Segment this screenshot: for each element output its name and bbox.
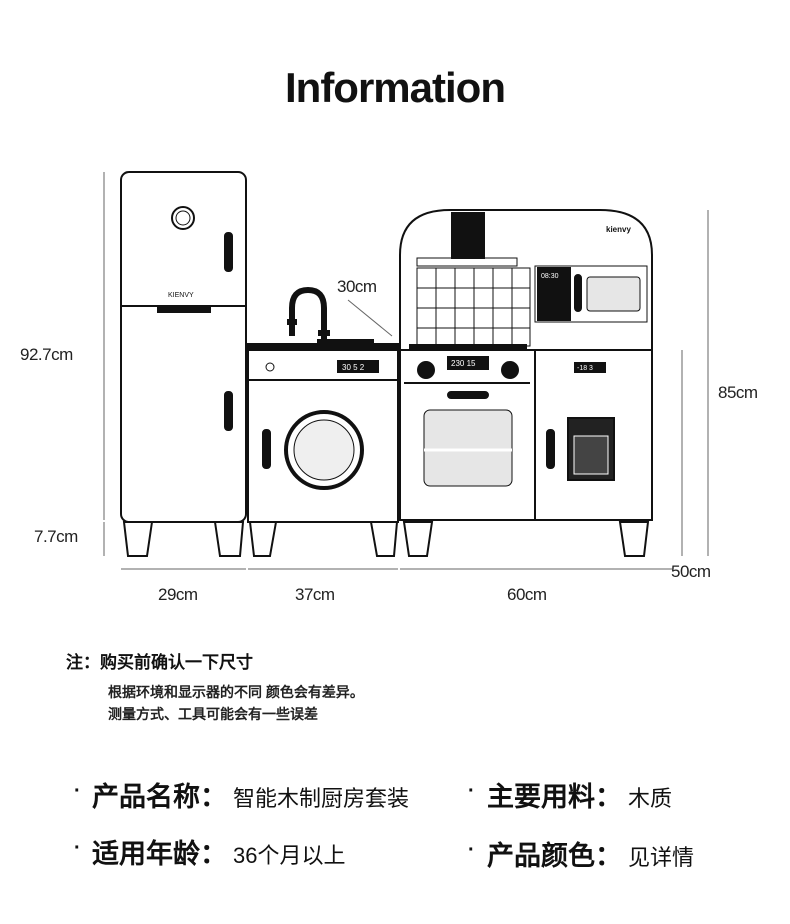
dim-fridge-width: 29cm xyxy=(158,585,198,604)
dim-stove-width: 60cm xyxy=(507,585,547,604)
dim-counter-height: 85cm xyxy=(718,383,758,402)
clock-display: 08:30 xyxy=(541,273,559,280)
dim-tap-height: 30cm xyxy=(337,277,377,296)
spec-label: 主要用料： xyxy=(487,782,622,812)
spec-value: 见详情 xyxy=(628,845,695,870)
dishwasher-display: -18 3 xyxy=(577,365,593,372)
washer-display: 30 5 2 xyxy=(342,363,365,372)
brand-top: kienvy xyxy=(606,225,631,234)
stove-display: 230 15 xyxy=(451,359,476,368)
bullet-dot: · xyxy=(468,839,475,861)
bullet-dot: · xyxy=(468,780,475,802)
note-line-2: 测量方式、工具可能会有一些误差 xyxy=(108,706,318,722)
spec-color: 产品颜色：见详情 xyxy=(487,834,694,873)
spec-value: 木质 xyxy=(628,786,673,811)
brand-fridge: KIENVY xyxy=(168,292,194,299)
dimension-lines xyxy=(103,172,709,570)
fridge-illustration xyxy=(120,171,247,557)
dim-depth: 50cm xyxy=(671,562,711,581)
dim-washer-width: 37cm xyxy=(295,585,335,604)
dim-total-height: 92.7cm xyxy=(20,345,73,364)
spec-value: 36个月以上 xyxy=(233,843,346,868)
spec-material: 主要用料：木质 xyxy=(487,775,672,814)
stove-illustration: 08:30 230 15 -18 3 xyxy=(399,209,653,557)
spec-label: 产品颜色： xyxy=(487,841,622,871)
bullet-dot: · xyxy=(74,780,81,802)
spec-product-name: 产品名称：智能木制厨房套装 xyxy=(92,775,409,814)
note-heading: 注：购买前确认一下尺寸 xyxy=(66,653,253,672)
washer-illustration: 30 5 2 xyxy=(245,286,401,557)
spec-label: 适用年龄： xyxy=(92,839,227,869)
spec-label: 产品名称： xyxy=(92,782,227,812)
kitchen-diagram: 30 5 2 08:30 xyxy=(103,171,709,570)
spec-value: 智能木制厨房套装 xyxy=(233,786,410,811)
dim-leg-height: 7.7cm xyxy=(34,527,78,546)
bullet-dot: · xyxy=(74,837,81,859)
spec-age: 适用年龄：36个月以上 xyxy=(92,832,345,871)
note-line-1: 根据环境和显示器的不同 颜色会有差异。 xyxy=(108,684,364,700)
page-title: Information xyxy=(285,64,506,111)
